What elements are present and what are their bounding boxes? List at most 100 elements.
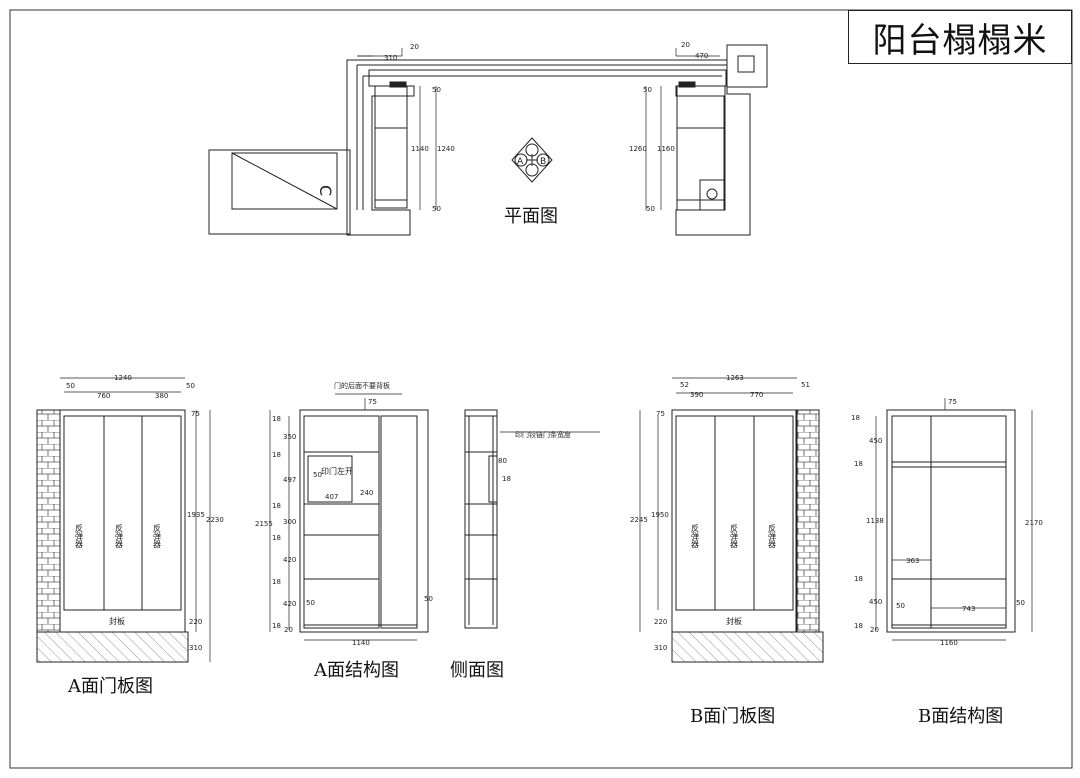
b-struct-dim-363: 363 bbox=[906, 557, 919, 565]
plan-dim-310: 310 bbox=[384, 54, 397, 62]
a-door-panel-label-2: 反弹器 bbox=[115, 523, 124, 549]
a-door-dim-left-50: 50 bbox=[66, 382, 75, 390]
a-struct-dim-75: 75 bbox=[368, 398, 377, 406]
a-struct-hinged-door bbox=[307, 455, 353, 503]
b-door-dim-1263: 1263 bbox=[726, 374, 744, 382]
sheet-border bbox=[9, 9, 1073, 769]
a-struct-note-top: 门的后面不要背板 bbox=[334, 381, 390, 390]
b-door-dim-right-51: 51 bbox=[801, 381, 810, 389]
b-struct-dim-18c: 18 bbox=[854, 575, 863, 583]
plan-column bbox=[726, 44, 768, 88]
a-door-dim-310: 310 bbox=[189, 644, 202, 652]
a-struct-dim-1140: 1140 bbox=[352, 639, 370, 647]
a-struct-dim-b50b: 50 bbox=[424, 595, 433, 603]
plan-dim-20-left: 20 bbox=[410, 43, 419, 51]
a-door-panel-label-1: 反弹器 bbox=[75, 523, 84, 549]
a-struct-dim-18c: 18 bbox=[272, 502, 281, 510]
b-door-floor-hatch bbox=[671, 631, 824, 663]
plan-dim-right-50-bot: 50 bbox=[646, 205, 655, 213]
caption-side: 侧面图 bbox=[450, 660, 504, 681]
plan-view-mark-a: A bbox=[517, 157, 524, 167]
caption-a-door: A面门板图 bbox=[67, 676, 153, 697]
b-door-dim-75: 75 bbox=[656, 410, 665, 418]
a-struct-dim-18f: 18 bbox=[272, 622, 281, 630]
a-door-view bbox=[36, 377, 211, 663]
a-struct-dim-2155: 2155 bbox=[255, 520, 273, 528]
a-struct-dim-20: 20 bbox=[284, 626, 293, 634]
b-struct-dim-450b: 450 bbox=[869, 598, 882, 606]
b-door-dim-2245: 2245 bbox=[630, 516, 648, 524]
b-door-dim-220: 220 bbox=[654, 618, 667, 626]
plan-c-mark: C bbox=[316, 185, 335, 196]
plan-left-cabinet bbox=[374, 85, 408, 209]
a-struct-dim-420b: 420 bbox=[283, 600, 296, 608]
plan-dim-470: 470 bbox=[695, 52, 708, 60]
b-struct-dim-1138: 1138 bbox=[866, 517, 884, 525]
b-struct-dim-18d: 18 bbox=[854, 622, 863, 630]
side-note: 印门铰链门条宽度 bbox=[515, 430, 571, 439]
plan-drain bbox=[699, 179, 726, 211]
b-struct-dim-743: 743 bbox=[962, 605, 975, 613]
a-struct-dim-b50a: 50 bbox=[306, 599, 315, 607]
plan-dim-left-50-bot: 50 bbox=[432, 205, 441, 213]
a-struct-dim-240: 240 bbox=[360, 489, 373, 497]
plan-left-block bbox=[208, 149, 351, 235]
b-door-dim-left-52: 52 bbox=[680, 381, 689, 389]
b-door-dim-310: 310 bbox=[654, 644, 667, 652]
b-struct-dim-b50b: 50 bbox=[1016, 599, 1025, 607]
b-struct-dim-450a: 450 bbox=[869, 437, 882, 445]
a-struct-door-note: 印门左开 bbox=[321, 466, 353, 476]
a-struct-dim-18a: 18 bbox=[272, 415, 281, 423]
plan-dim-left-50-top: 50 bbox=[432, 86, 441, 94]
plan-drain-circle bbox=[706, 188, 718, 200]
a-door-dim-760: 760 bbox=[97, 392, 110, 400]
caption-b-door: B面门板图 bbox=[690, 706, 775, 727]
b-struct-dim-18a: 18 bbox=[851, 414, 860, 422]
a-door-dim-1935: 1935 bbox=[187, 511, 205, 519]
side-cabinet bbox=[464, 409, 498, 629]
a-struct-dim-18b: 18 bbox=[272, 451, 281, 459]
a-struct-dim-18e: 18 bbox=[272, 578, 281, 586]
plan-sink-diagonal bbox=[231, 152, 338, 210]
title-box: 阳台榻榻米 bbox=[848, 10, 1072, 64]
a-door-dim-right-50: 50 bbox=[186, 382, 195, 390]
plan-sink bbox=[231, 152, 338, 210]
a-door-floor-hatch bbox=[36, 631, 189, 663]
a-door-dim-75: 75 bbox=[191, 410, 200, 418]
a-door-dim-380: 380 bbox=[155, 392, 168, 400]
a-struct-dim-50: 50 bbox=[313, 471, 322, 479]
caption-plan: 平面图 bbox=[504, 206, 558, 227]
b-door-panel-label-3: 反弹器 bbox=[768, 523, 777, 549]
a-struct-dim-420a: 420 bbox=[283, 556, 296, 564]
b-door-base-label: 封板 bbox=[726, 616, 742, 626]
side-dim-18: 18 bbox=[502, 475, 511, 483]
a-door-dim-1240: 1240 bbox=[114, 374, 132, 382]
b-struct-dim-20: 20 bbox=[870, 626, 879, 634]
plan-dim-1260: 1260 bbox=[629, 145, 647, 153]
plan-wall-outline bbox=[346, 59, 751, 236]
a-struct-dim-350: 350 bbox=[283, 433, 296, 441]
drawing-title: 阳台榻榻米 bbox=[872, 20, 1048, 61]
b-struct-dim-1160: 1160 bbox=[940, 639, 958, 647]
a-door-panel-label-3: 反弹器 bbox=[153, 523, 162, 549]
b-door-panel-label-2: 反弹器 bbox=[730, 523, 739, 549]
a-door-panel-area bbox=[63, 415, 182, 611]
side-dim-80: 80 bbox=[498, 457, 507, 465]
b-struct-dim-b50a: 50 bbox=[896, 602, 905, 610]
a-struct-dim-497: 497 bbox=[283, 476, 296, 484]
side-view bbox=[464, 409, 600, 629]
b-struct-dim-2170: 2170 bbox=[1025, 519, 1043, 527]
b-door-dim-1950: 1950 bbox=[651, 511, 669, 519]
a-door-dim-220: 220 bbox=[189, 618, 202, 626]
plan-view bbox=[208, 44, 768, 236]
b-door-panel-area bbox=[675, 415, 794, 611]
b-struct-dim-18b: 18 bbox=[854, 460, 863, 468]
b-door-cabinet bbox=[671, 409, 798, 633]
plan-column-core bbox=[737, 55, 755, 73]
a-door-cabinet bbox=[59, 409, 186, 633]
plan-view-mark-b: B bbox=[540, 157, 546, 167]
b-struct-view bbox=[875, 398, 1033, 641]
b-door-panel-label-1: 反弹器 bbox=[691, 523, 700, 549]
a-struct-view bbox=[269, 393, 429, 641]
